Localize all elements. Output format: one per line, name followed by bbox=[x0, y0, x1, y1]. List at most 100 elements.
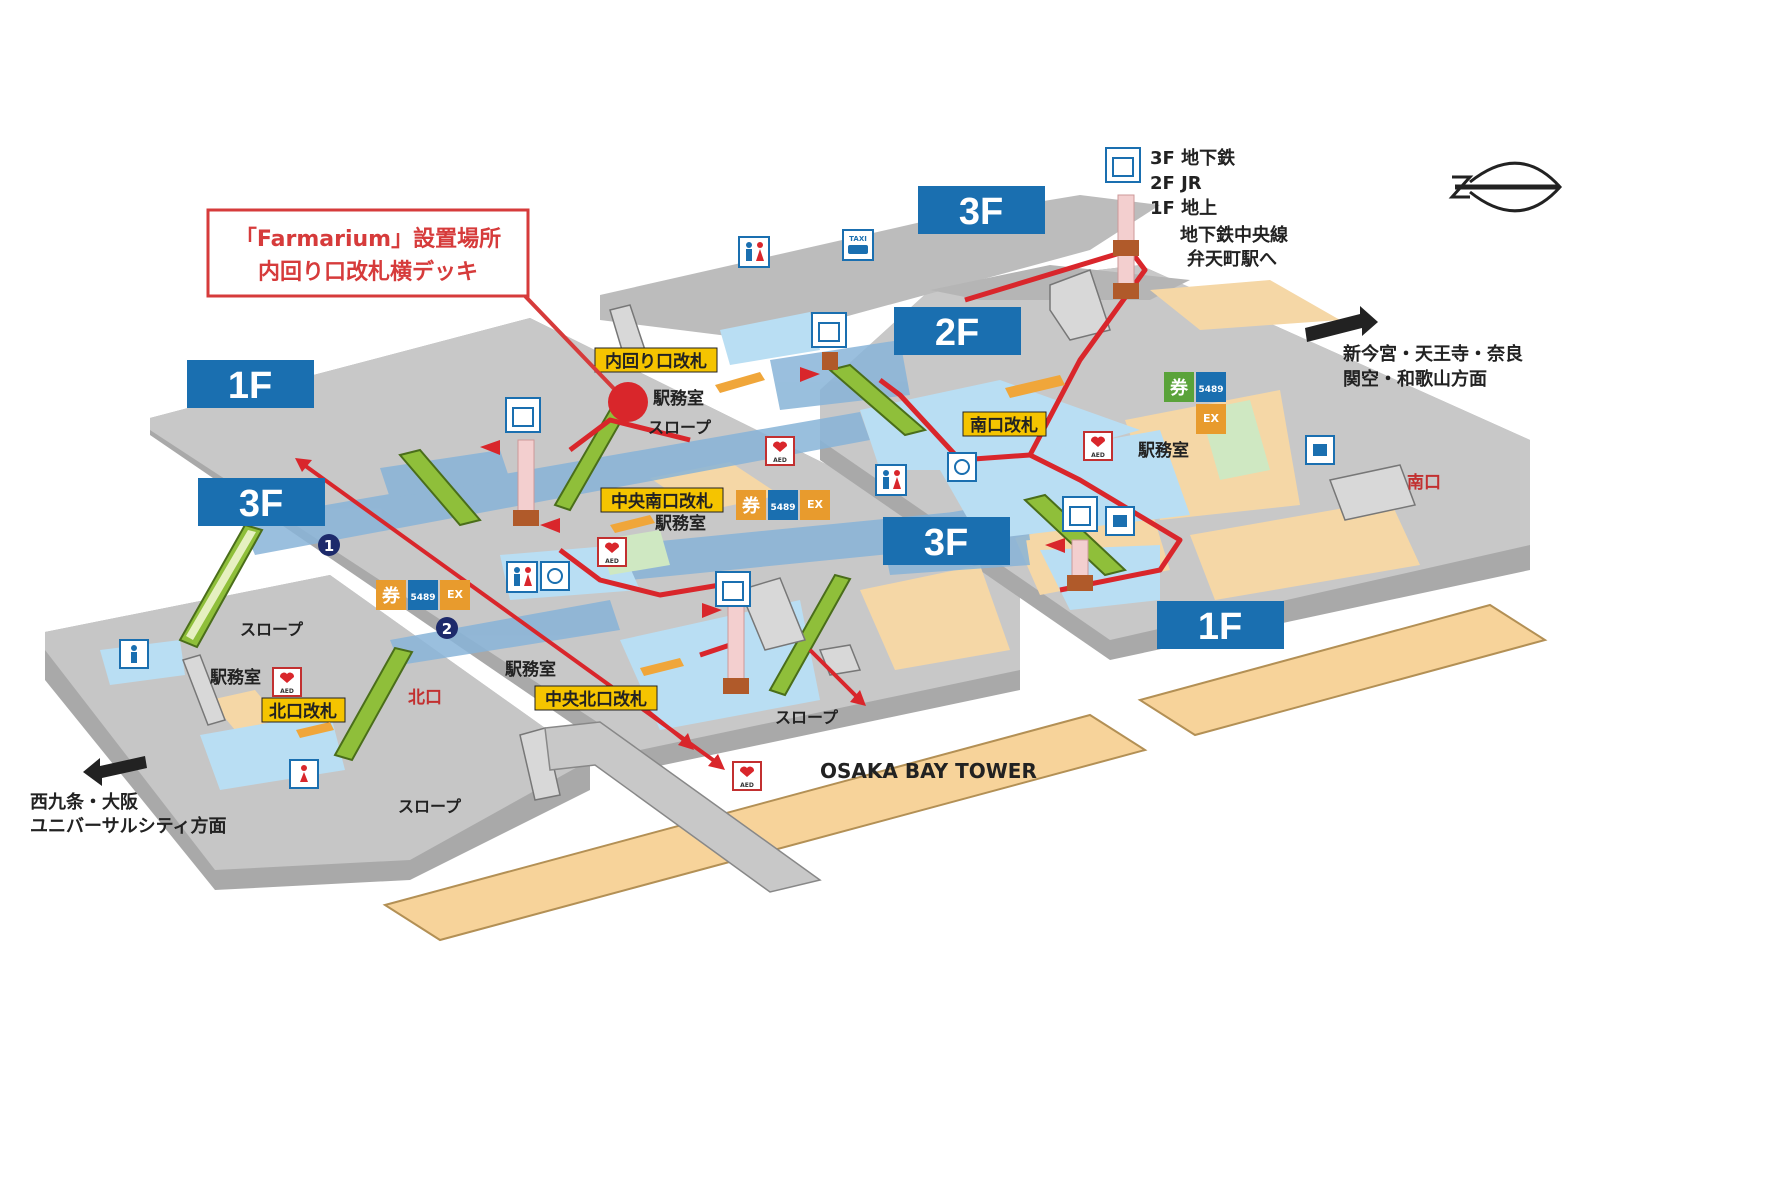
bay-tower-label: OSAKA BAY TOWER bbox=[820, 759, 1037, 783]
male-restroom-icon bbox=[119, 639, 149, 669]
gate-chuo-minami-label: 中央南口改札 bbox=[611, 491, 713, 512]
aed-icon-label: AED bbox=[740, 782, 754, 789]
direction-west-line2: ユニバーサルシティ方面 bbox=[30, 815, 227, 837]
track-strips bbox=[382, 603, 1548, 942]
marker-1-label: 1 bbox=[324, 537, 334, 555]
female-restroom-icon bbox=[289, 759, 319, 789]
elevator-info-3f: 3F 地下鉄 bbox=[1150, 147, 1235, 169]
direction-east-line2: 関空・和歌山方面 bbox=[1343, 368, 1487, 390]
aed-icon-label: AED bbox=[773, 457, 787, 464]
ticket-gates bbox=[296, 372, 1065, 738]
subway-line-label: 地下鉄中央線 bbox=[1180, 224, 1288, 246]
aed-icon-label: AED bbox=[605, 558, 619, 565]
gate-chuo-kita-label: 中央北口改札 bbox=[545, 689, 647, 710]
gate-uchimawari-label: 内回り口改札 bbox=[605, 351, 707, 372]
floor-badge-3f-left: 3F bbox=[198, 478, 325, 526]
five489-icon-label: 5489 bbox=[770, 503, 795, 513]
slope-label: スロープ bbox=[240, 620, 304, 639]
escalator-north-deck bbox=[827, 363, 928, 437]
slope-label: スロープ bbox=[648, 418, 712, 437]
marker-2: 2 bbox=[436, 617, 458, 639]
elevator-info-2f: 2F JR bbox=[1150, 173, 1202, 194]
exit-north-label: 北口 bbox=[408, 688, 442, 708]
office-label: 駅務室 bbox=[209, 667, 261, 688]
escalators bbox=[178, 363, 1128, 762]
wheelchair-icon bbox=[947, 452, 977, 482]
aed-icon: AED bbox=[732, 761, 762, 791]
stairs bbox=[182, 269, 1417, 801]
arrowheads bbox=[295, 367, 1065, 770]
callout-subtitle: 内回り口改札横デッキ bbox=[258, 259, 478, 285]
aed-icon-label: AED bbox=[1091, 452, 1105, 459]
elevator-info-1f: 1F 地上 bbox=[1150, 197, 1217, 219]
elevator-icon bbox=[811, 312, 847, 348]
aed-icon-label: AED bbox=[280, 688, 294, 695]
floor-label-3f-top: 3F bbox=[959, 191, 1003, 233]
floor-label-3f-right: 3F bbox=[924, 522, 968, 564]
floor-label-3f-left: 3F bbox=[239, 483, 283, 525]
floor-badge-1f-right: 1F bbox=[1157, 601, 1284, 649]
five489-icon-label: 5489 bbox=[410, 593, 435, 603]
gate-chuo-kita: 中央北口改札 bbox=[534, 685, 658, 711]
office-label: 駅務室 bbox=[504, 659, 556, 680]
floor-label-1f-right: 1F bbox=[1198, 606, 1242, 648]
escalator-north bbox=[333, 646, 414, 762]
marker-2-label: 2 bbox=[442, 620, 452, 638]
gate-kita-label: 北口改札 bbox=[269, 701, 337, 722]
floor-badge-2f: 2F bbox=[894, 307, 1021, 355]
taxi-icon-label: TAXI bbox=[849, 235, 867, 243]
wheelchair-icon bbox=[540, 561, 570, 591]
gate-kita: 北口改札 bbox=[261, 697, 346, 723]
floor-badge-1f-left: 1F bbox=[187, 360, 314, 408]
direction-arrow-west bbox=[83, 756, 147, 786]
compass-icon bbox=[1448, 161, 1563, 213]
ticket-icon-label: 券 bbox=[1169, 377, 1189, 399]
office-label: 駅務室 bbox=[654, 513, 706, 534]
direction-east-line1: 新今宮・天王寺・奈良 bbox=[1343, 343, 1523, 365]
ticket-machine-group: 券 5489 EX bbox=[736, 490, 830, 520]
gate-chuo-minami: 中央南口改札 bbox=[600, 487, 724, 513]
floor-badge-3f-right: 3F bbox=[883, 517, 1010, 565]
locker-icon bbox=[1305, 435, 1335, 465]
taxi-icon: TAXI bbox=[842, 229, 874, 261]
aed-icon: AED bbox=[272, 667, 302, 697]
ticket-icon-label: 券 bbox=[741, 495, 761, 517]
ex-icon-label: EX bbox=[447, 588, 464, 601]
marker-1: 1 bbox=[318, 534, 340, 556]
gate-minami: 南口改札 bbox=[962, 411, 1047, 437]
escalator-upper-left bbox=[398, 448, 482, 527]
ex-icon-label: EX bbox=[1203, 412, 1220, 425]
gate-uchimawari: 内回り口改札 bbox=[594, 347, 718, 373]
office-label: 駅務室 bbox=[652, 388, 704, 409]
office-label: 駅務室 bbox=[1137, 440, 1189, 461]
subway-station-label: 弁天町駅へ bbox=[1187, 248, 1277, 270]
route-lines bbox=[558, 247, 1183, 691]
floor-label-1f-left: 1F bbox=[228, 365, 272, 407]
callout-title: 「Farmarium」設置場所 bbox=[235, 226, 501, 252]
floor-label-2f: 2F bbox=[935, 312, 979, 354]
slope-label: スロープ bbox=[775, 708, 839, 727]
floor-badge-3f-top: 3F bbox=[918, 186, 1045, 234]
escalator-south-center bbox=[768, 573, 852, 697]
gate-minami-label: 南口改札 bbox=[970, 415, 1038, 436]
route-arrows bbox=[298, 460, 862, 767]
restroom-icon bbox=[875, 464, 907, 496]
farmarium-callout: 「Farmarium」設置場所 内回り口改札横デッキ bbox=[206, 208, 648, 422]
aed-icon: AED bbox=[1083, 431, 1113, 461]
restroom-icon bbox=[738, 236, 770, 268]
ticket-machine-group: 券 5489 EX bbox=[376, 580, 470, 610]
ticket-icon-label: 券 bbox=[381, 585, 401, 607]
elevator-shafts bbox=[513, 194, 1139, 694]
elevator-icon bbox=[1105, 147, 1141, 183]
locker-icon bbox=[1105, 506, 1135, 536]
exit-south-label: 南口 bbox=[1407, 472, 1441, 493]
aed-icon: AED bbox=[597, 537, 627, 567]
aed-icon: AED bbox=[765, 436, 795, 466]
ex-icon-label: EX bbox=[807, 498, 824, 511]
bay-tower-bridge bbox=[544, 721, 822, 893]
ticket-machine-group: 券 5489 EX bbox=[1164, 372, 1226, 434]
restroom-icon bbox=[506, 561, 538, 593]
elevator-icon bbox=[715, 571, 751, 607]
location-pin bbox=[608, 382, 648, 422]
